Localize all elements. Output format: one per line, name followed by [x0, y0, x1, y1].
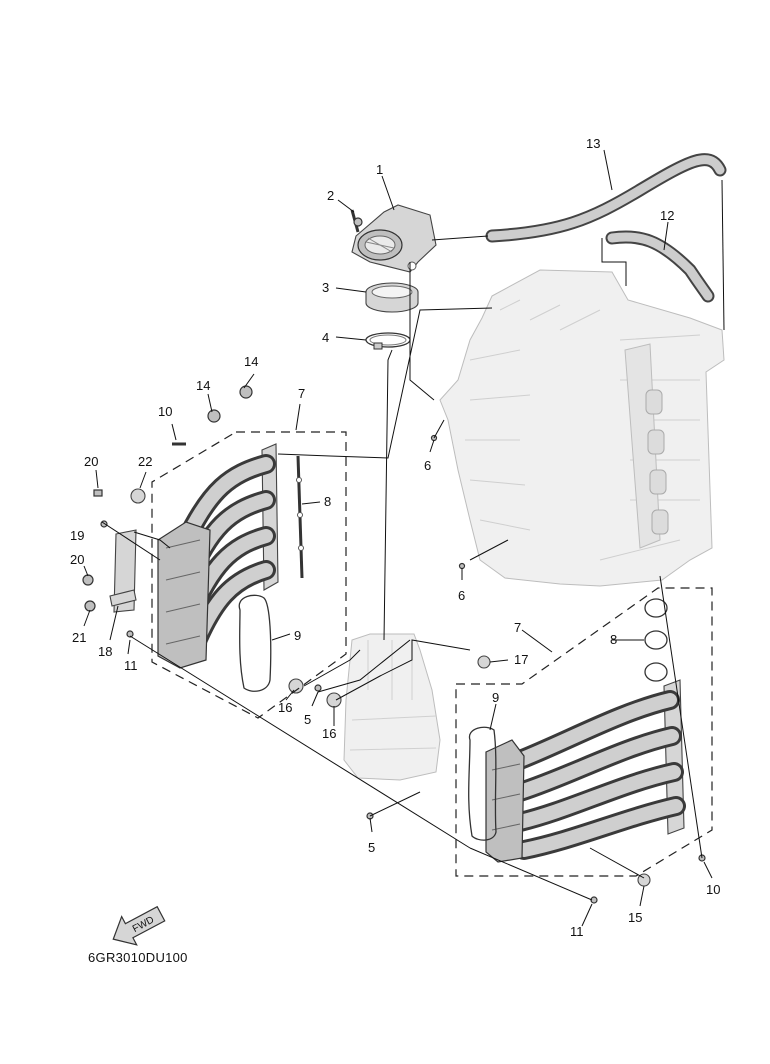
callout-6-bottom: 6: [458, 588, 465, 603]
callout-16-right: 16: [322, 726, 336, 741]
fasteners-left: [82, 385, 253, 638]
callout-11-left: 11: [124, 658, 138, 673]
group-outline-7-left: [151, 431, 347, 719]
hose-12: [605, 230, 715, 303]
engine-block: [439, 269, 725, 587]
callout-15: 15: [628, 910, 642, 925]
callout-5-left: 5: [304, 712, 311, 727]
callout-7-right: 7: [514, 620, 521, 635]
bolt-2: [350, 209, 363, 233]
callout-numbers: 1 2 3 4 13 12 14 14 7 10 20 22 8 19 20 2…: [70, 136, 720, 939]
gasket-strip-8-left: [296, 455, 304, 579]
callout-21: 21: [72, 630, 86, 645]
callout-12: 12: [660, 208, 674, 223]
callout-4: 4: [322, 330, 329, 345]
leader-lines: [83, 149, 725, 927]
callout-17: 17: [514, 652, 528, 667]
callout-14-left: 14: [196, 378, 210, 393]
callout-14-right: 14: [244, 354, 258, 369]
intake-housing: [343, 633, 441, 781]
diagram-code: 6GR3010DU100: [88, 950, 188, 965]
callout-5-bottom: 5: [368, 840, 375, 855]
callout-16-left: 16: [278, 700, 292, 715]
callout-10-right: 10: [706, 882, 720, 897]
callout-1: 1: [376, 162, 383, 177]
fwd-arrow: FWD: [112, 905, 166, 946]
throttle-body: [351, 204, 437, 273]
callout-22: 22: [138, 454, 152, 469]
callout-9-right: 9: [492, 690, 499, 705]
callout-18: 18: [98, 644, 112, 659]
callout-8-right: 8: [610, 632, 617, 647]
callout-8-left: 8: [324, 494, 331, 509]
hose-13: [485, 153, 727, 243]
group-outline-7-right: [455, 587, 713, 877]
callout-6-top: 6: [424, 458, 431, 473]
callout-7-left: 7: [298, 386, 305, 401]
bracket-18: [109, 529, 137, 613]
callout-11-right: 11: [570, 924, 584, 939]
gasket-9-left: [238, 594, 272, 692]
intake-manifold-left: [157, 443, 279, 669]
o-rings-8-right: [644, 598, 668, 682]
callout-10-left: 10: [158, 404, 172, 419]
callout-20-top: 20: [84, 454, 98, 469]
callout-13: 13: [586, 136, 600, 151]
intake-manifold-right: [485, 679, 686, 863]
callout-20-bottom: 20: [70, 552, 84, 567]
ring-duct-3: [365, 282, 419, 313]
callout-3: 3: [322, 280, 329, 295]
callout-19: 19: [70, 528, 84, 543]
callout-2: 2: [327, 188, 334, 203]
callout-9-left: 9: [294, 628, 301, 643]
clamp-band-4: [365, 332, 411, 350]
gasket-9-right: [468, 726, 497, 841]
